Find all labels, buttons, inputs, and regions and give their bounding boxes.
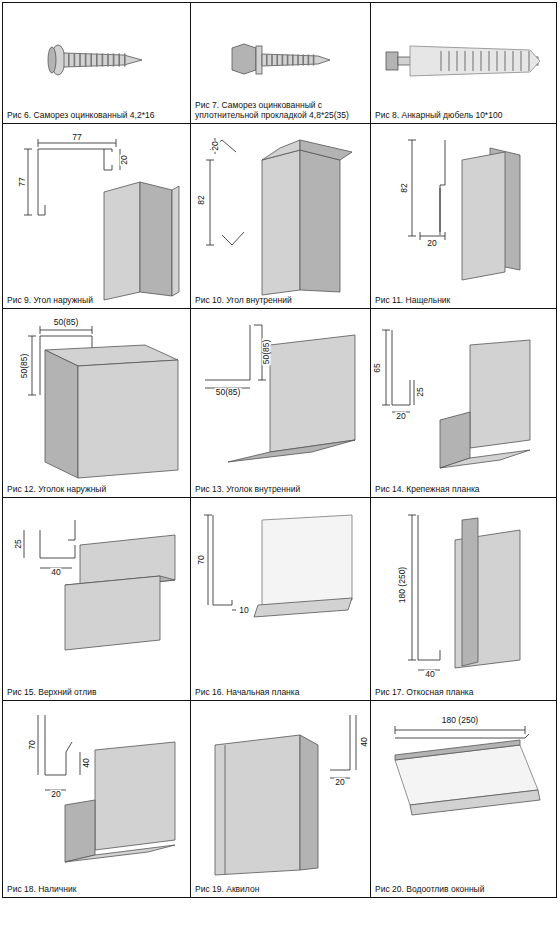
figure-caption: Рис 16. Начальная планка: [195, 687, 366, 697]
dimension-label: 40: [360, 736, 369, 747]
dimension-label: 20: [426, 239, 437, 248]
figure-cell: Рис 7. Саморез оцинкованный с уплотнител…: [190, 2, 371, 124]
dimension-label: 20: [211, 140, 220, 151]
dimension-label: 50(85): [262, 339, 271, 366]
figure-caption: Рис 10. Угол внутренний: [195, 295, 366, 305]
figure-cell: Рис 14. Крепежная планка: [370, 308, 557, 498]
dimension-label: 65: [373, 362, 382, 373]
dimension-label: 77: [18, 176, 27, 187]
dimension-label: 50(85): [53, 318, 80, 327]
figure-cell: Рис 9. Угол наружный: [2, 123, 191, 309]
dimension-label: 20: [120, 154, 129, 165]
figure-caption: Рис 15. Верхний отлив: [7, 687, 186, 697]
dimension-label: 10: [238, 606, 249, 615]
figure-cell: Рис 6. Саморез оцинкованный 4,2*16: [2, 2, 191, 124]
figure-cell: Рис 13. Уголок внутренний: [190, 308, 371, 498]
figure-cell: Рис 18. Наличник: [2, 700, 191, 898]
figure-caption: Рис 20. Водоотлив оконный: [375, 884, 552, 894]
figure-cell: Рис 15. Верхний отлив: [2, 497, 191, 701]
figure-caption: Рис 9. Угол наружный: [7, 295, 186, 305]
figure-caption: Рис 18. Наличник: [7, 884, 186, 894]
dimension-label: 20: [334, 778, 345, 787]
figure-caption: Рис 13. Уголок внутренний: [195, 484, 366, 494]
dimension-label: 25: [14, 538, 23, 549]
dimension-label: 70: [28, 739, 37, 750]
dimension-label: 70: [197, 554, 206, 565]
dimension-label: 82: [400, 182, 409, 193]
figure-caption: Рис 11. Нащельник: [375, 295, 552, 305]
figure-cell: Рис 12. Уголок наружный: [2, 308, 191, 498]
figure-cell: Рис 16. Начальная планка: [190, 497, 371, 701]
dimension-label: 82: [197, 194, 206, 205]
dimension-label: 40: [50, 568, 61, 577]
figure-cell: Рис 11. Нащельник: [370, 123, 557, 309]
dimension-label: 40: [82, 757, 91, 768]
figure-caption: Рис 7. Саморез оцинкованный с уплотнител…: [195, 100, 366, 120]
figure-caption: Рис 6. Саморез оцинкованный 4,2*16: [7, 110, 186, 120]
dimension-label: 20: [395, 412, 406, 421]
dimension-label: 77: [71, 133, 82, 142]
figure-caption: Рис 14. Крепежная планка: [375, 484, 552, 494]
figure-caption: Рис 12. Уголок наружный: [7, 484, 186, 494]
figure-caption: Рис 19. Аквилон: [195, 884, 366, 894]
figure-cell: Рис 8. Анкарный дюбель 10*100: [370, 2, 557, 124]
dimension-label: 40: [424, 670, 435, 679]
dimension-label: 180 (250): [398, 566, 407, 604]
dimension-label: 25: [416, 386, 425, 397]
dimension-label: 180 (250): [441, 716, 479, 725]
dimension-label: 50(85): [215, 388, 242, 397]
figure-cell: Рис 19. Аквилон: [190, 700, 371, 898]
dimension-label: 20: [50, 790, 61, 799]
figure-cell: Рис 20. Водоотлив оконный: [370, 700, 557, 898]
dimension-label: 50(85): [20, 353, 29, 380]
figure-caption: Рис 17. Откосная планка: [375, 687, 552, 697]
figure-caption: Рис 8. Анкарный дюбель 10*100: [375, 110, 552, 120]
